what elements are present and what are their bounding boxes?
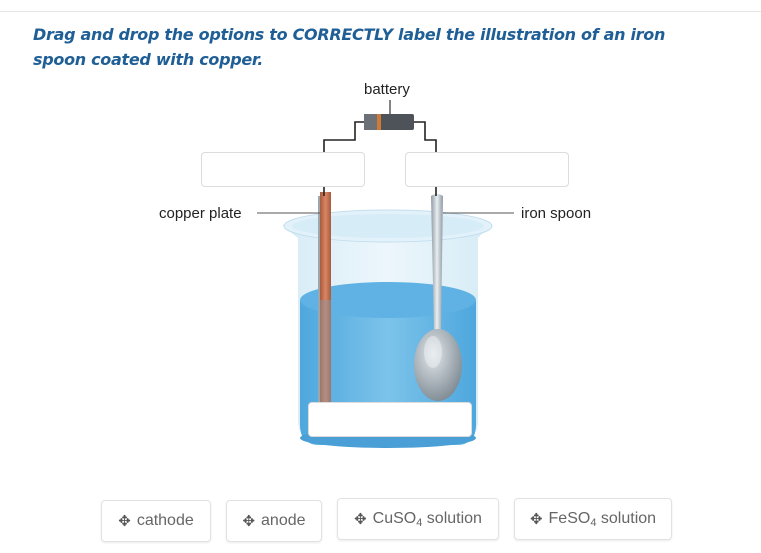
iron-spoon-label: iron spoon — [521, 205, 592, 222]
question-prompt: Drag and drop the options to CORRECTLY l… — [33, 25, 666, 69]
iron-spoon — [414, 194, 462, 401]
move-icon: ✥ — [354, 510, 367, 528]
battery-label: battery — [364, 81, 410, 98]
move-icon: ✥ — [529, 510, 543, 528]
option-label: FeSO4 solution — [548, 509, 657, 529]
option-label: anode — [261, 512, 306, 529]
option-cuso4-solution[interactable]: ✥ CuSO4 solution — [337, 498, 499, 540]
option-label: cathode — [136, 512, 194, 529]
battery-icon — [364, 100, 414, 130]
top-divider — [0, 11, 761, 12]
copper-plate — [318, 192, 331, 426]
copper-plate-label: copper plate — [159, 205, 242, 222]
option-cathode[interactable]: ✥ cathode — [101, 500, 211, 542]
option-anode[interactable]: ✥ anode — [226, 500, 322, 542]
drop-zone-solution[interactable] — [308, 402, 472, 437]
drop-zone-right-electrode[interactable] — [405, 152, 569, 187]
move-icon: ✥ — [242, 512, 256, 530]
drop-zone-left-electrode[interactable] — [201, 152, 365, 187]
move-icon: ✥ — [118, 512, 131, 530]
option-feso4-solution[interactable]: ✥ FeSO4 solution — [514, 498, 672, 540]
option-label: CuSO4 solution — [372, 509, 482, 529]
